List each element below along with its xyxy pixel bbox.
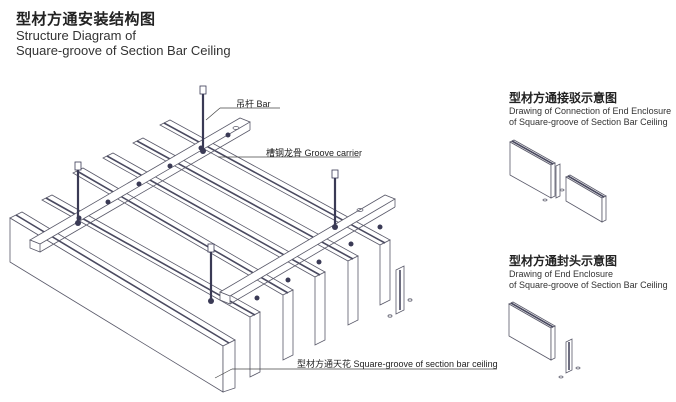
hanger-rods	[74, 85, 339, 304]
ceiling-leader	[214, 368, 233, 379]
groove-carriers	[29, 117, 396, 305]
clip	[348, 241, 354, 247]
end-enclosure-piece	[387, 265, 413, 318]
connection-drawing	[509, 139, 607, 223]
connection-title-en-line1: Drawing of Connection of End Enclosure	[509, 106, 672, 116]
hanger-rod-icon	[74, 161, 82, 226]
end-enclosure-title-en-line2: of Square-groove of Section Bar Ceiling	[509, 280, 668, 290]
connection-title-en-line2: of Square-groove of Section Bar Ceiling	[509, 117, 668, 127]
clip	[225, 132, 231, 138]
main-title-block: 型材方通安装结构图 Structure Diagram of Square-gr…	[16, 10, 231, 58]
clip	[105, 199, 111, 205]
hanger-rod-icon	[207, 243, 215, 304]
clip	[377, 224, 383, 230]
groove-carrier-front	[219, 194, 396, 305]
main-title-cn: 型材方通安装结构图	[16, 10, 156, 28]
clip	[167, 163, 173, 169]
end-enclosure-drawing-title: 型材方通封头示意图 Drawing of End Enclosure of Sq…	[509, 254, 668, 291]
hanger-rod-icon	[199, 85, 207, 154]
groove-carrier-back	[29, 117, 251, 253]
connection-title-cn: 型材方通接驳示意图	[509, 91, 618, 105]
main-title-en-line1: Structure Diagram of	[16, 28, 136, 43]
bar-leader	[205, 107, 221, 121]
groove-carrier-label: 槽钢龙骨 Groove carrier	[266, 148, 363, 158]
hanger-rod-icon	[331, 169, 339, 230]
end-enclosure-drawing	[508, 301, 581, 379]
end-enclosure-title-cn: 型材方通封头示意图	[509, 254, 618, 268]
clip	[136, 181, 142, 187]
ceiling-label: 型材方通天花 Square-groove of section bar ceil…	[297, 359, 498, 369]
main-title-en-line2: Square-groove of Section Bar Ceiling	[16, 43, 231, 58]
carrier-clips	[76, 132, 383, 301]
clip	[254, 295, 260, 301]
ceiling-panels	[9, 119, 391, 393]
clip	[285, 277, 291, 283]
ceiling-panel-front	[9, 211, 236, 393]
clip	[316, 259, 322, 265]
connection-drawing-title: 型材方通接驳示意图 Drawing of Connection of End E…	[509, 91, 671, 128]
bar-label: 吊杆 Bar	[236, 99, 271, 109]
end-enclosure-title-en-line1: Drawing of End Enclosure	[509, 269, 614, 279]
